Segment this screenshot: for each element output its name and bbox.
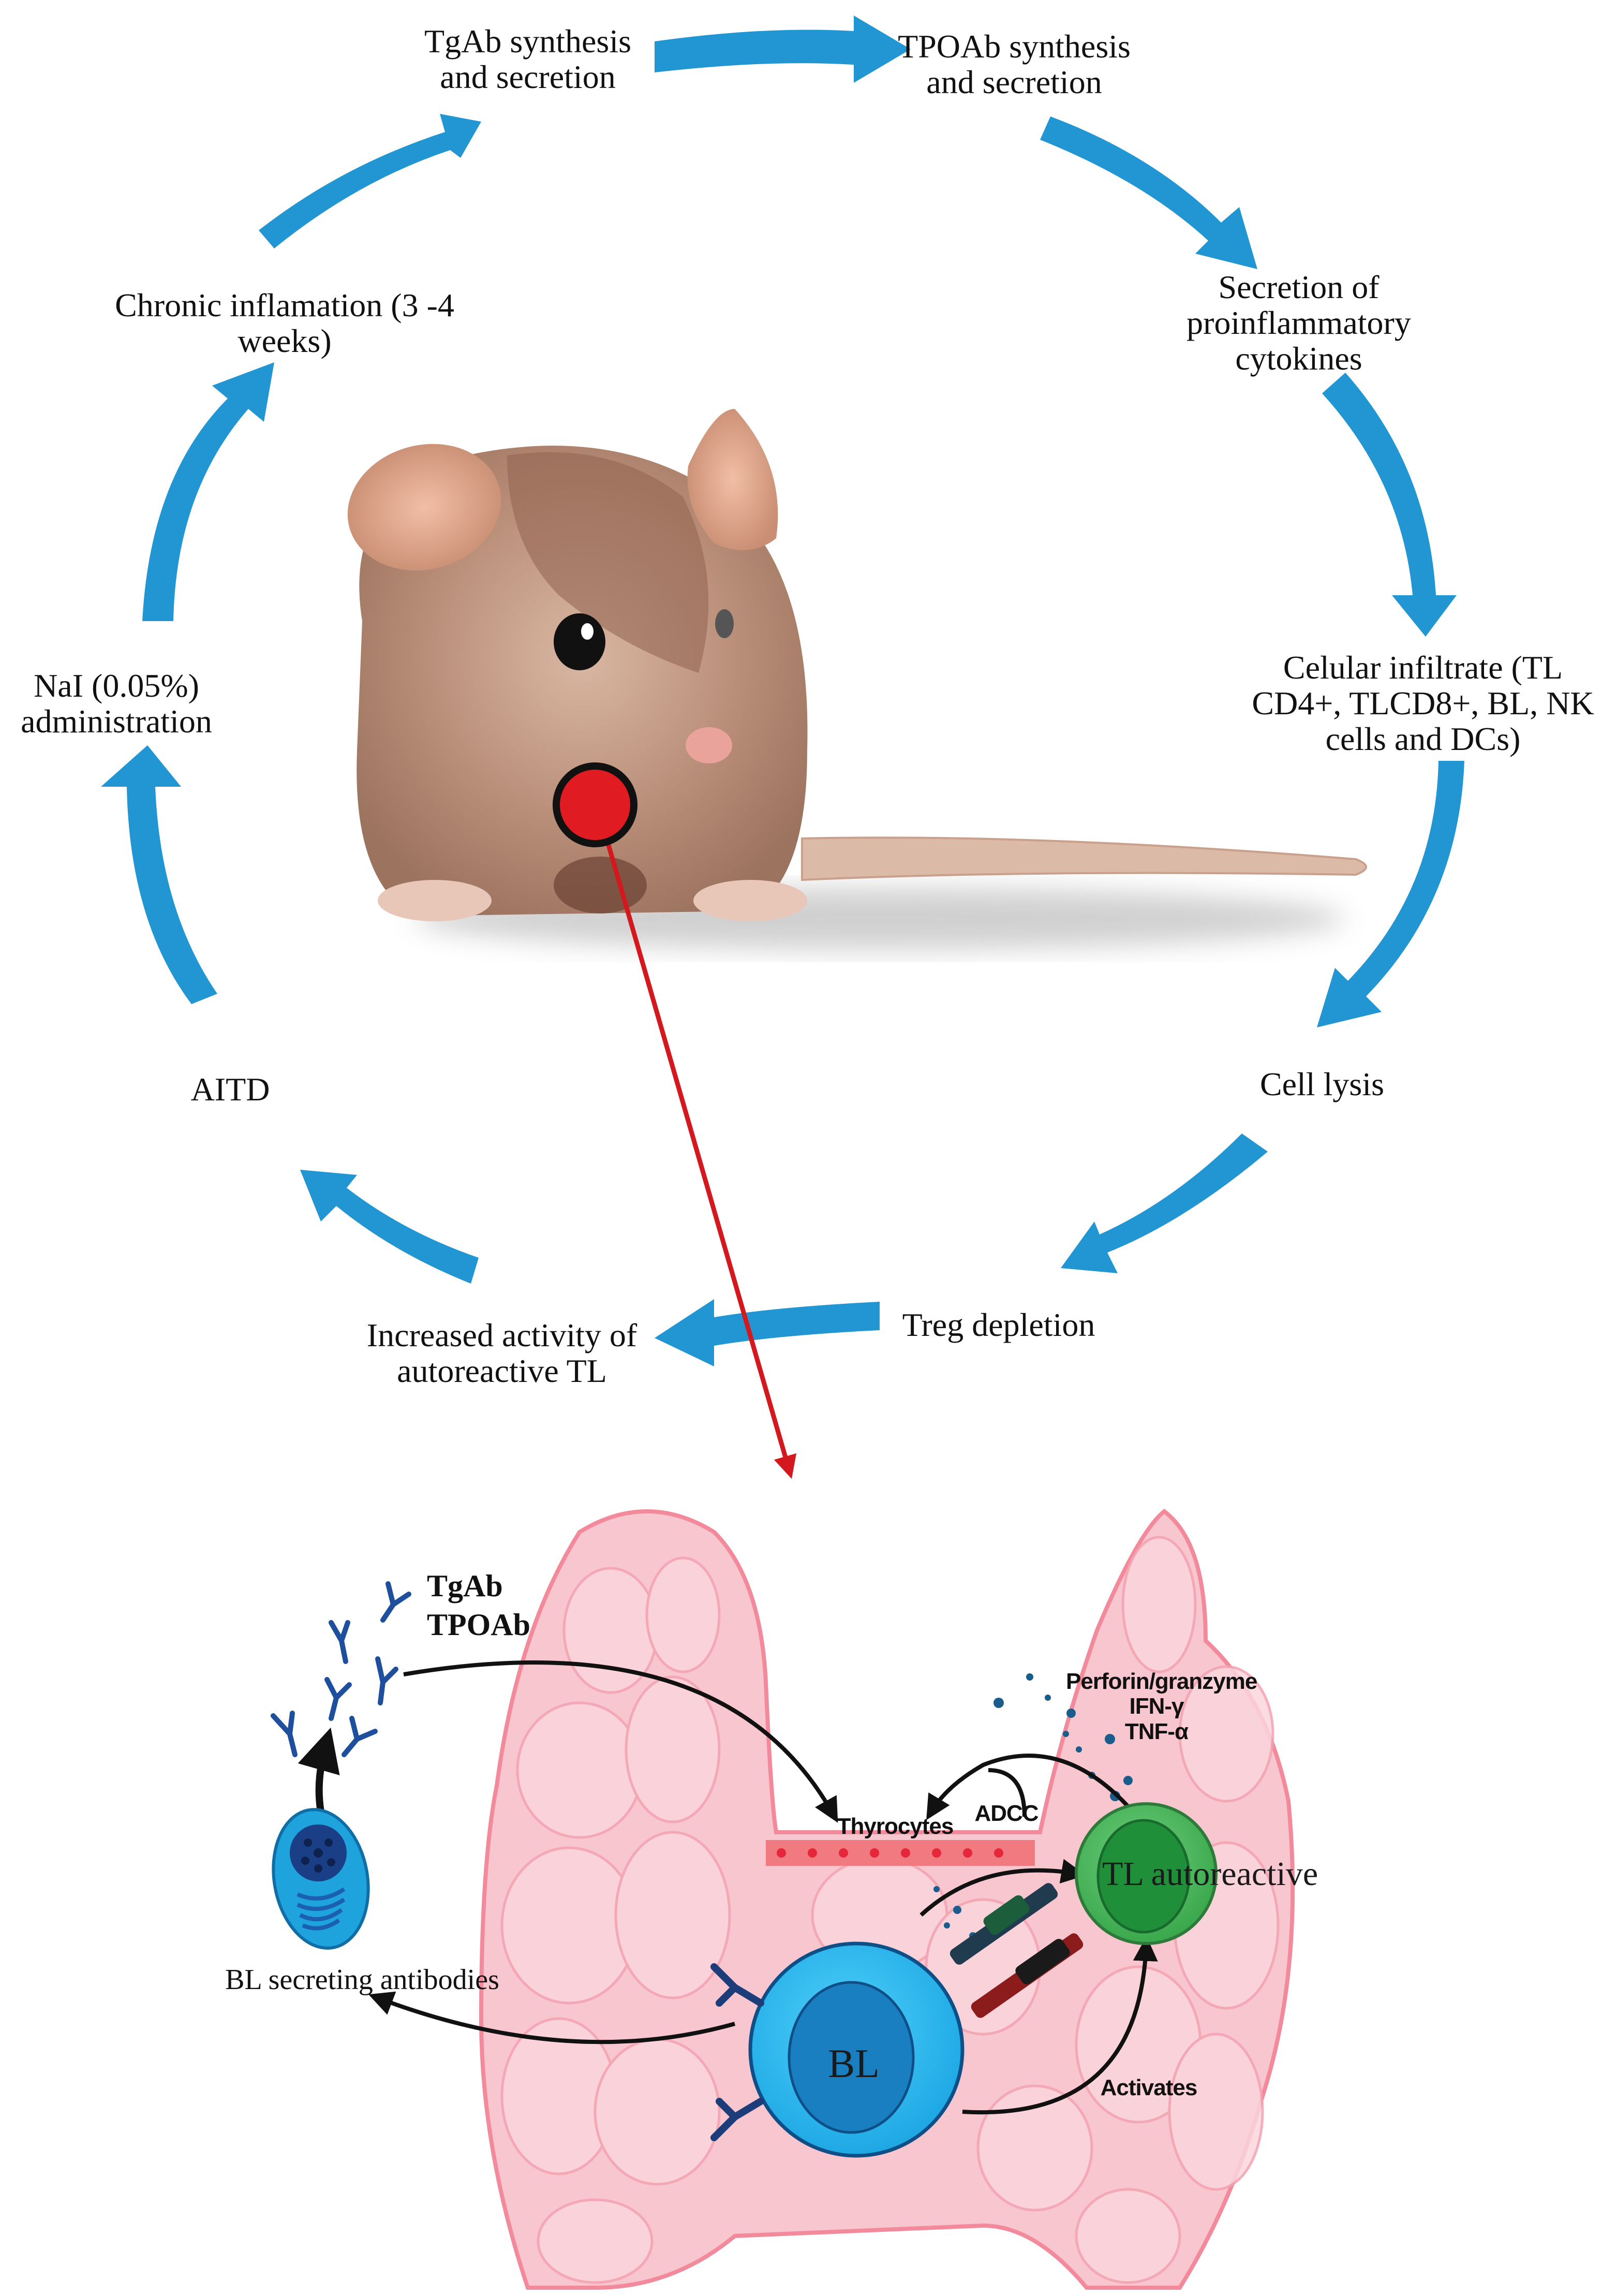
step-chronic-inflammation: Chronic inflamation (3 -4 weeks) — [115, 287, 454, 360]
step-cell-lysis: Cell lysis — [1259, 1066, 1385, 1102]
tcr-mhc-complexes — [950, 1883, 1084, 2018]
arrow-treg-to-autoreactive — [655, 1299, 880, 1366]
cycle-arrows — [101, 16, 1464, 1366]
thyroid-pointer — [553, 762, 797, 1479]
thyroid-gland — [479, 1508, 1295, 2290]
bl-cell — [748, 1941, 965, 2158]
label-adcc: ADCC — [974, 1801, 1039, 1826]
arrow-bl-to-plasma — [368, 1991, 736, 2044]
arrow-bl-to-tl — [919, 1859, 1086, 1917]
label-bl-secreting-antibodies: BL secreting antibodies — [225, 1964, 499, 1996]
label-bl: BL — [828, 2041, 880, 2086]
arrow-tpoab-to-cytokines — [1040, 116, 1257, 269]
arrow-bl-activates-tl — [962, 1936, 1158, 2115]
step-treg-depletion: Treg depletion — [902, 1306, 1095, 1343]
thyrocytes-layer — [766, 1840, 1035, 1866]
plasma-cell — [272, 1808, 370, 1950]
step-cellular-infiltrate: Celular infiltrate (TL CD4+, TLCD8+, BL,… — [1252, 649, 1594, 758]
arrow-autoreactive-to-aitd — [300, 1170, 479, 1284]
pointer-line — [595, 806, 797, 1479]
label-activates: Activates — [1100, 2075, 1198, 2100]
arrow-lysis-to-treg — [1061, 1134, 1268, 1273]
step-nai-administration: NaI (0.05%) administration — [21, 667, 212, 740]
tl-cell — [1075, 1802, 1218, 1945]
bl-surface-antibodies — [710, 1963, 764, 2141]
step-cytokine-secretion: Secretion of proinflammatory cytokines — [1186, 269, 1411, 377]
label-tl-autoreactive: TL autoreactive — [1102, 1855, 1318, 1893]
arrow-nai-to-chronic — [142, 362, 274, 621]
free-antibodies — [271, 1581, 411, 1757]
thyroid-location-marker — [553, 762, 637, 847]
arrow-chronic-to-tgab — [259, 114, 481, 248]
arrow-cytokines-to-infiltrate — [1322, 373, 1457, 637]
step-tgab-synthesis: TgAb synthesis and secretion — [424, 23, 631, 96]
arrow-infiltrate-to-lysis — [1317, 761, 1464, 1027]
mouse-nose — [686, 727, 732, 763]
mouse-right-ear — [687, 409, 778, 550]
label-tpoab: TPOAb — [427, 1608, 531, 1642]
mouse-left-ear — [347, 444, 501, 571]
mouse-illustration — [347, 409, 1367, 950]
step-aitd: AITD — [190, 1071, 270, 1108]
mouse-eye — [554, 613, 605, 670]
arrow-aitd-to-nai — [101, 745, 217, 1004]
arrow-adcc — [988, 1768, 1027, 1817]
mouse-tail — [801, 836, 1367, 881]
step-tpoab-synthesis: TPOAb synthesis and secretion — [898, 28, 1131, 101]
arrow-plasma-to-antibodies — [298, 1727, 340, 1813]
label-thyrocytes: Thyrocytes — [837, 1814, 954, 1839]
arrow-tgab-to-tpoab — [655, 16, 911, 83]
label-cytotoxic-molecules: Perforin/granzyme IFN-γ TNF-α — [1066, 1669, 1257, 1744]
arrow-antibodies-to-thyrocytes — [403, 1660, 838, 1823]
arrow-tl-to-thyrocytes — [926, 1754, 1130, 1820]
step-autoreactive-tl: Increased activity of autoreactive TL — [366, 1317, 637, 1390]
label-tgab: TgAb — [427, 1569, 503, 1603]
panel-arrows — [298, 1660, 1158, 2115]
